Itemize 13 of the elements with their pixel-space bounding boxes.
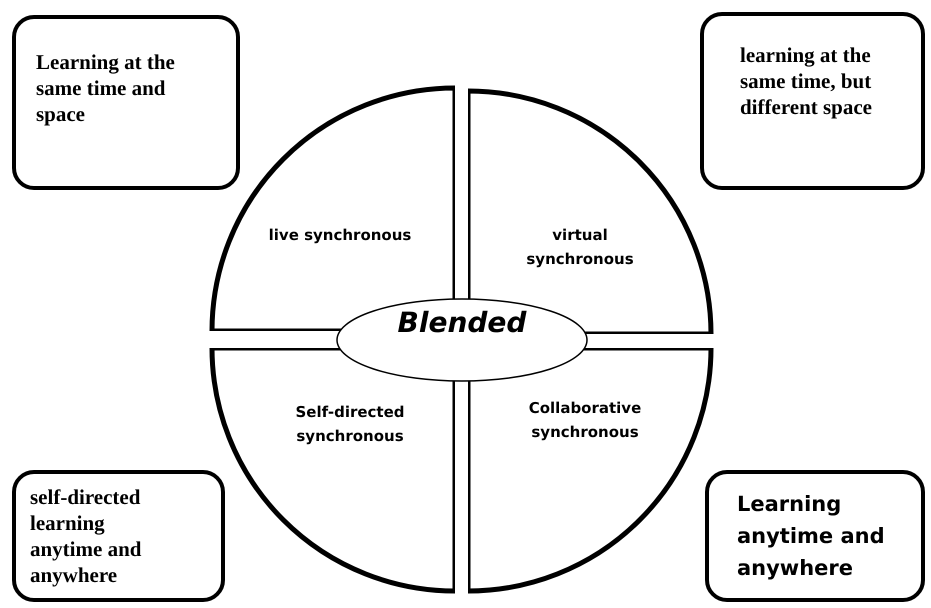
sector-label: Collaborative synchronous <box>528 398 642 443</box>
text-box <box>705 470 925 602</box>
text-box <box>12 15 240 190</box>
box-text: self-directed learning anytime and anywhere <box>30 484 142 588</box>
sector-label: Self-directed synchronous <box>294 402 406 447</box>
center-label: Blended <box>396 306 528 340</box>
box-text: learning at the same time, but different space <box>740 42 873 120</box>
text-box <box>12 470 225 602</box>
box-text: Learning at the same time and space <box>36 49 176 127</box>
box-text: Learning anytime and anywhere <box>737 491 886 582</box>
sector-label: live synchronous <box>268 225 412 246</box>
sector-label: virtual synchronous <box>525 225 635 270</box>
text-box <box>700 12 925 190</box>
